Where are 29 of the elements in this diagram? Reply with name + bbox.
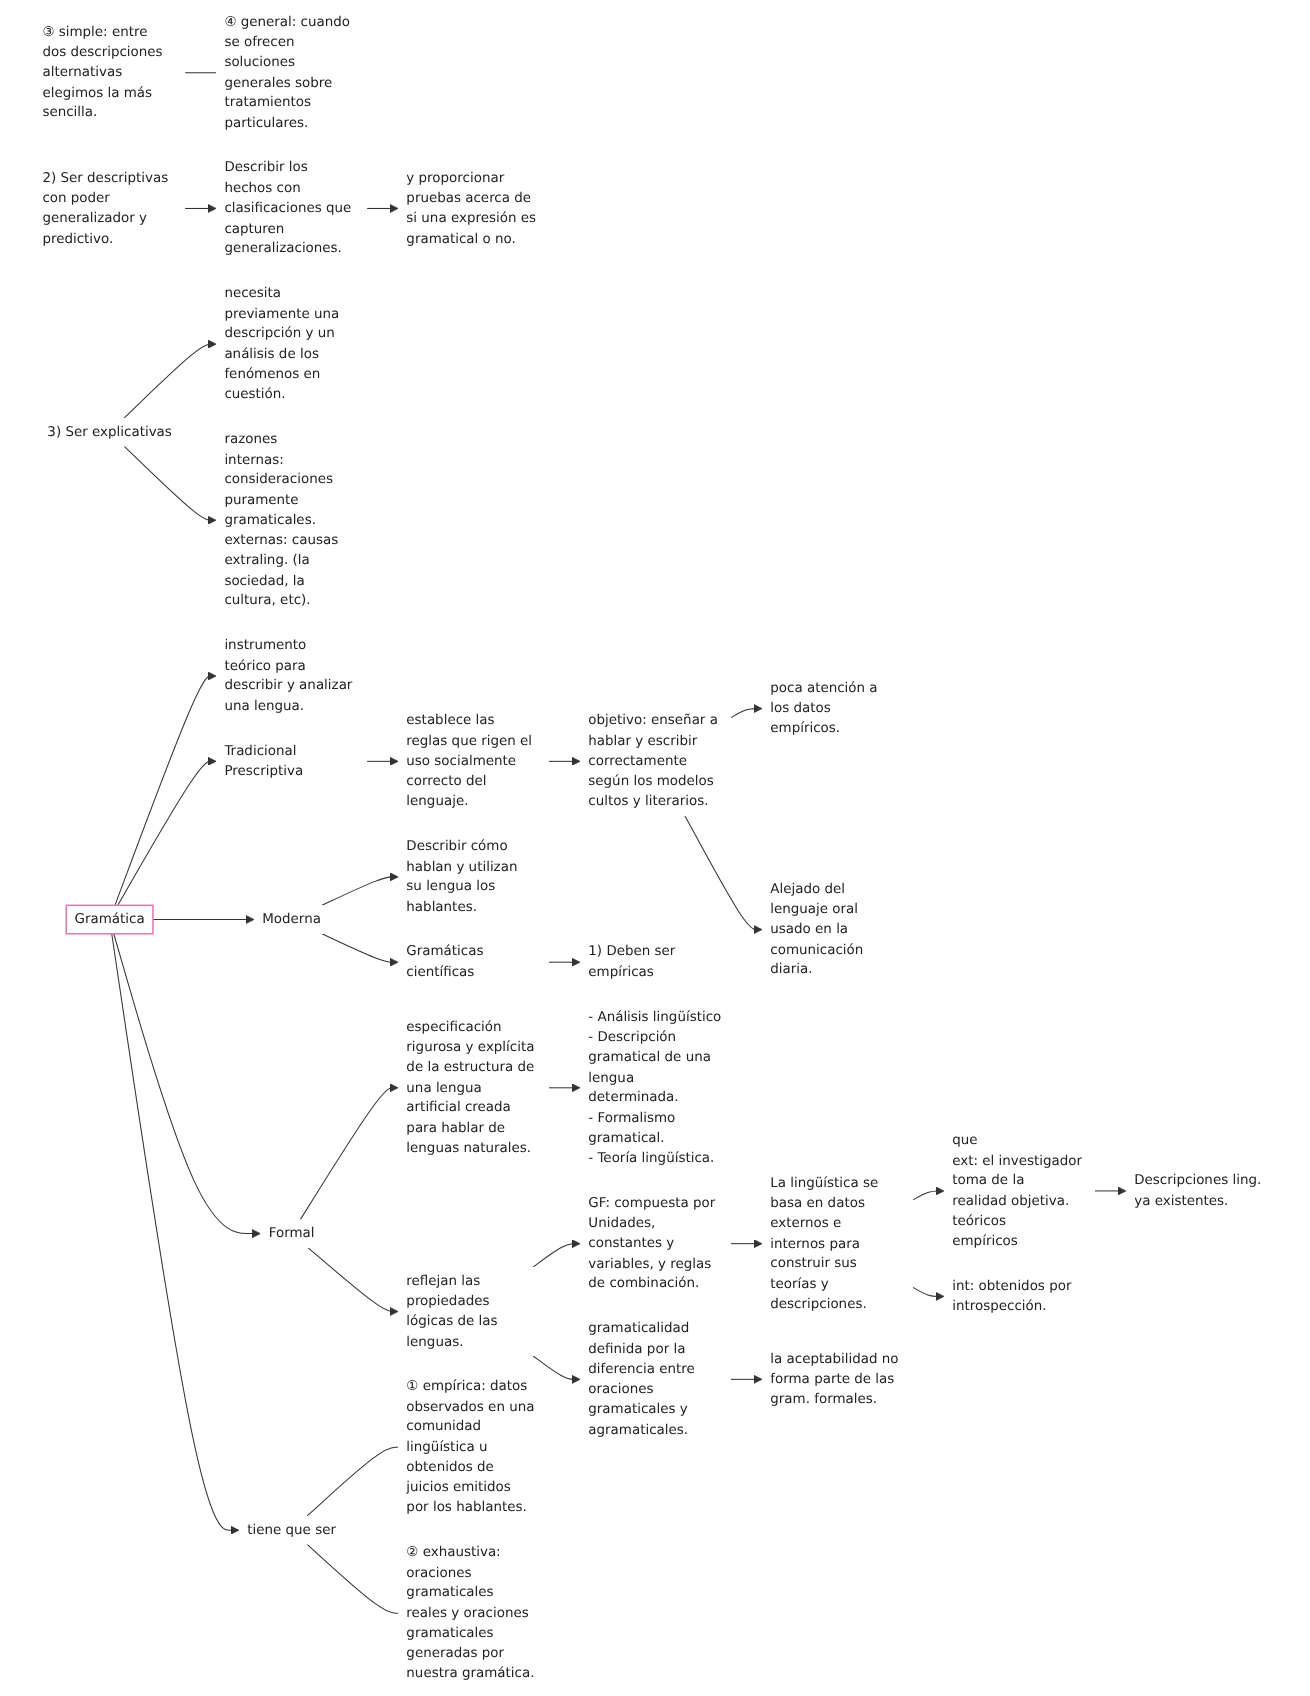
arrow: [366, 756, 398, 766]
arrow: [911, 1286, 944, 1301]
arrow: [729, 704, 762, 719]
arrow: [532, 1355, 580, 1384]
arrow: [729, 1374, 762, 1384]
arrow: [532, 1239, 580, 1268]
arrow: [116, 756, 216, 906]
arrow: [113, 671, 216, 906]
arrow: [1093, 1186, 1126, 1196]
arrow: [547, 1083, 580, 1093]
arrow: [683, 815, 762, 935]
arrow: [911, 1186, 944, 1201]
connector: [306, 1543, 399, 1614]
arrow: [299, 1083, 398, 1220]
arrow: [123, 445, 216, 525]
arrow: [320, 872, 398, 906]
arrow: [123, 339, 216, 419]
arrow: [307, 1247, 398, 1317]
arrow: [110, 933, 239, 1535]
arrow: [729, 1239, 762, 1249]
connector: [184, 72, 217, 74]
arrow: [547, 756, 580, 766]
arrow: [366, 203, 398, 213]
arrow: [547, 957, 580, 967]
arrow: [151, 915, 254, 925]
connector: [306, 1446, 399, 1517]
arrow: [112, 933, 261, 1239]
arrow: [320, 933, 398, 967]
arrow: [184, 203, 216, 213]
